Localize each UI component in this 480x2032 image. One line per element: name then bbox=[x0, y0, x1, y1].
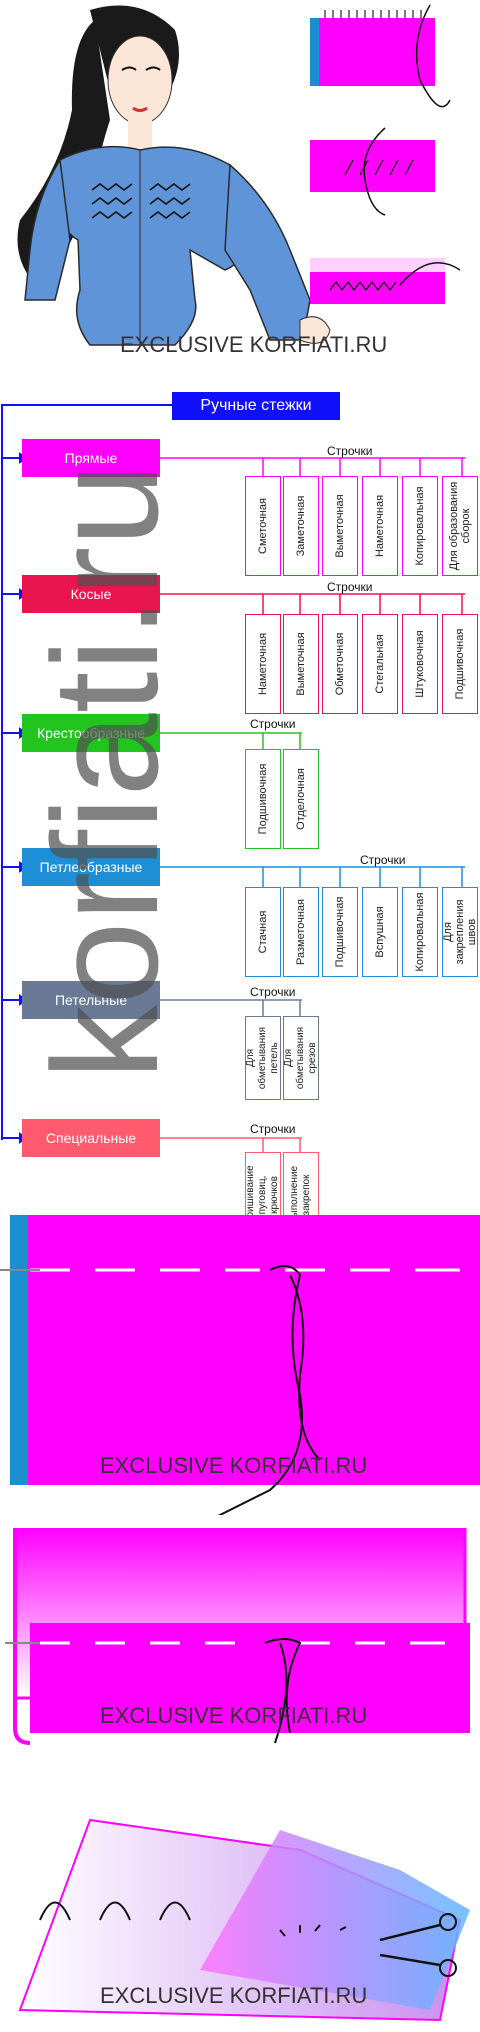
header-illustration: EXCLUSIVE KORFIATI.RU bbox=[0, 0, 480, 380]
fashion-figure-illustration bbox=[17, 4, 461, 346]
category-petelnye: Петельные bbox=[22, 981, 160, 1019]
stitch-panel-2: EXCLUSIVE KORFIATI.RU bbox=[0, 1526, 480, 1758]
stitch-box: Отделочная bbox=[283, 749, 319, 849]
stitch-box: Стачная bbox=[245, 887, 281, 977]
stitch-box: Для обметывания срезов bbox=[283, 1016, 319, 1100]
stitch-box: Разметочная bbox=[283, 887, 319, 977]
category-petleobraznye: Петлеобразные bbox=[22, 848, 160, 886]
category-pryamye: Прямые bbox=[22, 439, 160, 477]
marking-stitch-illustration bbox=[5, 1526, 470, 1745]
stitch-box: Стегальная bbox=[362, 614, 398, 714]
stitch-box: Штуковочная bbox=[402, 614, 438, 714]
strochki-label: Строчки bbox=[360, 853, 406, 867]
category-specialnye: Специальные bbox=[22, 1119, 160, 1157]
stitch-box: Для обметывания петель bbox=[245, 1016, 281, 1100]
stitch-panel-1: EXCLUSIVE KORFIATI.RU bbox=[0, 1215, 480, 1521]
stitch-box: Подшивочная bbox=[245, 749, 281, 849]
copy-stitch-illustration bbox=[18, 1818, 470, 2022]
basting-stitch-illustration bbox=[0, 1215, 480, 1521]
stitch-diagram: Ручные стежки Прямые Строчки Косые Строч… bbox=[0, 380, 480, 1238]
stitch-box: Наметочная bbox=[362, 476, 398, 576]
strochki-label: Строчки bbox=[250, 1122, 296, 1136]
stitch-box: Подшивочная bbox=[322, 887, 358, 977]
strochki-label: Строчки bbox=[327, 444, 373, 458]
stitch-box: Выметочная bbox=[322, 476, 358, 576]
stitch-box: Вспушная bbox=[362, 887, 398, 977]
diagram-title: Ручные стежки bbox=[172, 392, 340, 420]
stitch-box: Заметочная bbox=[283, 476, 319, 576]
stitch-box: Подшивочная bbox=[442, 614, 478, 714]
diagram-watermark: korfiati.ru bbox=[21, 463, 189, 1080]
strochki-label: Строчки bbox=[250, 717, 296, 731]
stitch-box: Обметочная bbox=[322, 614, 358, 714]
header-watermark: EXCLUSIVE KORFIATI.RU bbox=[120, 332, 388, 357]
category-kosye: Косые bbox=[22, 575, 160, 613]
stitch-box: Для закрепления швов bbox=[442, 887, 478, 977]
category-krestoobraznye: Крестообразные bbox=[22, 714, 160, 752]
stitch-box: Копировальная bbox=[402, 887, 438, 977]
strochki-label: Строчки bbox=[327, 580, 373, 594]
stitch-box: Сметочная bbox=[245, 476, 281, 576]
stitch-box: Копировальная bbox=[402, 476, 438, 576]
panel-watermark: EXCLUSIVE KORFIATI.RU bbox=[100, 1453, 368, 1478]
stitch-box: Выметочная bbox=[283, 614, 319, 714]
stitch-box: Наметочная bbox=[245, 614, 281, 714]
stitch-panel-3: EXCLUSIVE KORFIATI.RU bbox=[0, 1810, 480, 2027]
strochki-label: Строчки bbox=[250, 985, 296, 999]
panel-watermark: EXCLUSIVE KORFIATI.RU bbox=[100, 1703, 368, 1728]
panel-watermark: EXCLUSIVE KORFIATI.RU bbox=[100, 1983, 368, 2008]
stitch-box: Для образования сборок bbox=[442, 476, 478, 576]
